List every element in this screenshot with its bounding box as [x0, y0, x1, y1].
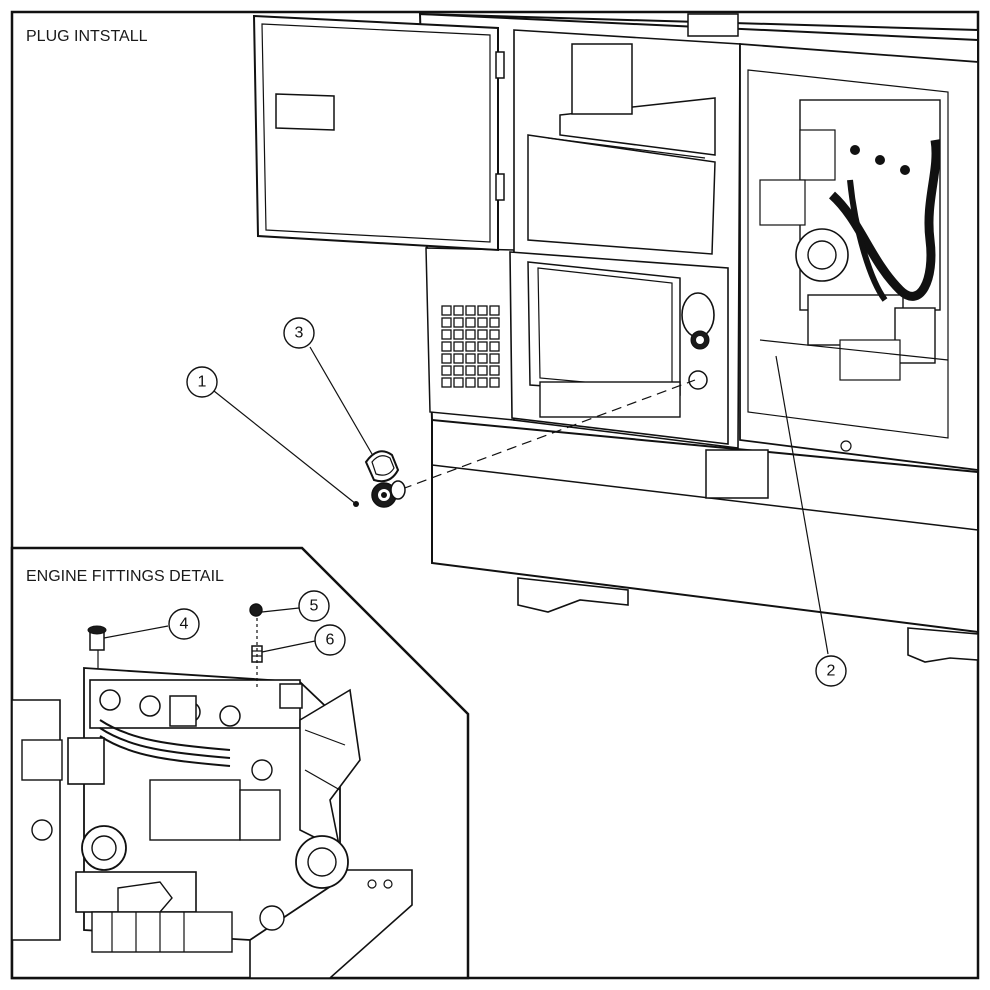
vent-slot — [477, 317, 488, 328]
callout-1: 1 — [186, 366, 218, 398]
vent-slot — [477, 353, 488, 364]
vent-slot — [453, 305, 464, 316]
vent-slot — [441, 317, 452, 328]
detail-view-title: ENGINE FITTINGS DETAIL — [26, 568, 224, 585]
vent-slot — [465, 353, 476, 364]
callouts: 1 2 3 4 5 6 — [103, 317, 847, 687]
vent-slot — [489, 329, 500, 340]
main-view-title: PLUG INTSTALL — [26, 28, 148, 45]
fitting-cap — [249, 603, 263, 617]
vent-grille — [441, 305, 500, 388]
vent-slot — [465, 377, 476, 388]
vent-slot — [465, 329, 476, 340]
vent-slot — [489, 317, 500, 328]
vent-slot — [453, 341, 464, 352]
vent-slot — [453, 353, 464, 364]
vent-slot — [477, 329, 488, 340]
vent-slot — [477, 341, 488, 352]
vent-slot — [477, 365, 488, 376]
vent-slot — [453, 377, 464, 388]
svg-text:6: 6 — [326, 632, 335, 649]
vent-slot — [489, 341, 500, 352]
vent-slot — [441, 305, 452, 316]
vent-slot — [441, 329, 452, 340]
svg-text:3: 3 — [295, 325, 304, 342]
callout-4: 4 — [168, 608, 200, 640]
vent-slot — [465, 305, 476, 316]
callout-5: 5 — [298, 590, 330, 622]
vent-slot — [465, 365, 476, 376]
vent-slot — [441, 341, 452, 352]
svg-text:2: 2 — [827, 663, 836, 680]
vent-slot — [441, 365, 452, 376]
svg-text:5: 5 — [310, 598, 319, 615]
vent-slot — [465, 341, 476, 352]
vent-slot — [453, 329, 464, 340]
vent-slot — [489, 353, 500, 364]
vent-slot — [441, 353, 452, 364]
vent-slot — [489, 305, 500, 316]
engine-in-bay — [759, 99, 949, 381]
vent-slot — [489, 365, 500, 376]
install-path-line — [401, 379, 696, 490]
open-door — [252, 14, 505, 252]
generator-enclosure — [252, 12, 979, 663]
engine-fitting-sensor — [87, 625, 107, 668]
callout-6: 6 — [314, 624, 346, 656]
svg-text:1: 1 — [198, 374, 207, 391]
detail-engine — [11, 667, 361, 953]
vent-slot — [441, 377, 452, 388]
detail-inset — [10, 546, 470, 980]
fitting-adapter — [251, 618, 263, 690]
callout-2: 2 — [815, 655, 847, 687]
vent-slot — [477, 377, 488, 388]
plug-receptacle — [364, 450, 406, 508]
callout-3: 3 — [283, 317, 315, 349]
svg-text:4: 4 — [180, 616, 189, 633]
vent-slot — [489, 377, 500, 388]
vent-slot — [477, 305, 488, 316]
vent-slot — [465, 317, 476, 328]
vent-slot — [453, 365, 464, 376]
vent-slot — [453, 317, 464, 328]
